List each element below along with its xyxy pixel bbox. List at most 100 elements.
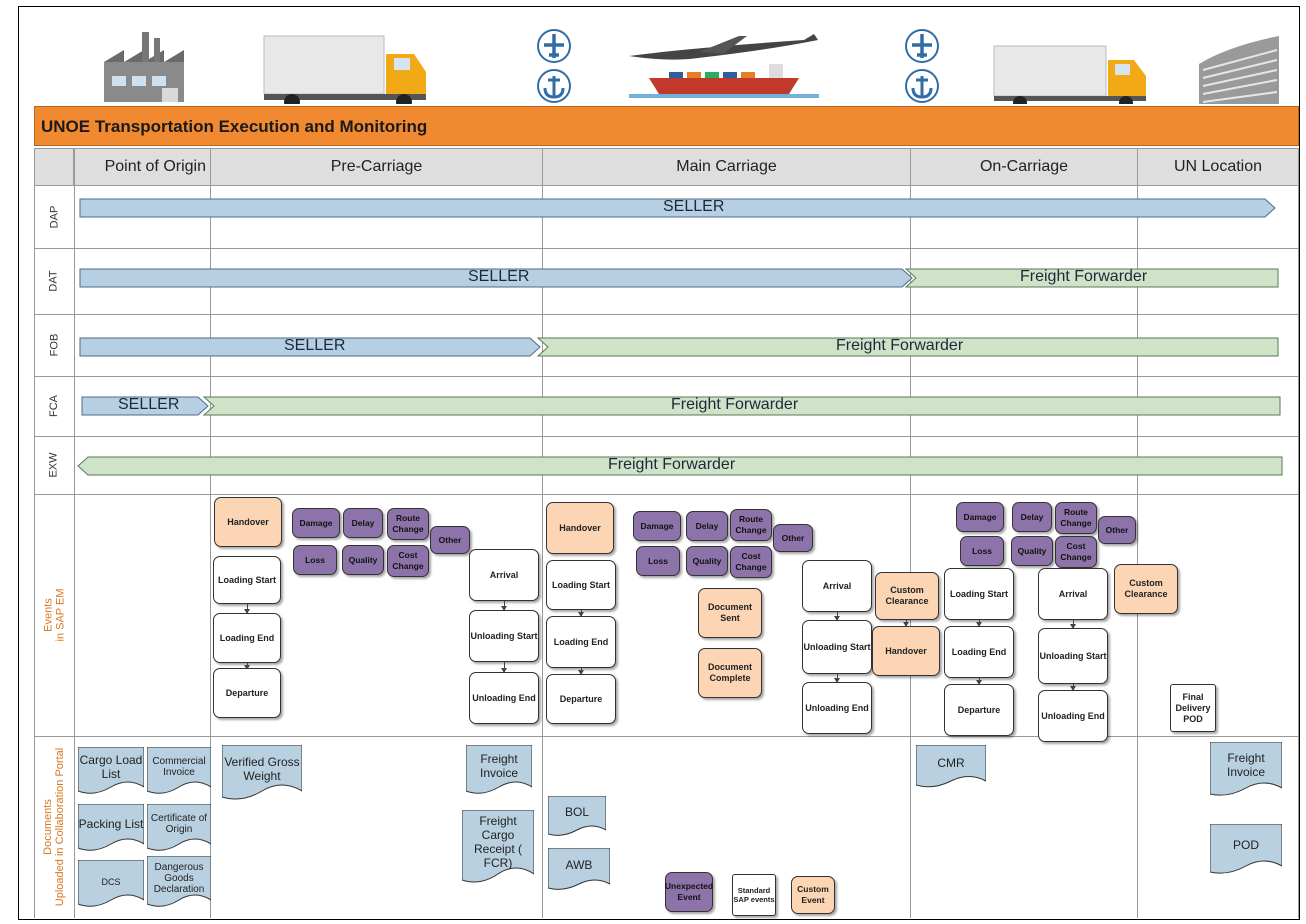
fca-ff-label: Freight Forwarder (671, 396, 799, 413)
doc-bol: BOL (548, 796, 606, 840)
main-custom-clearance-event: Custom Clearance (875, 572, 939, 620)
grid-line (34, 186, 35, 918)
column-header-point-of-origin: Point of Origin (74, 148, 211, 186)
grid-line (34, 314, 1299, 315)
diagram-title-bar: UNOE Transportation Execution and Monito… (34, 106, 1299, 146)
main-quality-event: Quality (686, 546, 728, 576)
un-final-delivery-event: Final Delivery POD (1170, 684, 1216, 732)
grid-line (74, 186, 75, 918)
main-loading-start-event: Loading Start (546, 560, 616, 610)
on-loading-end-event: Loading End (944, 626, 1014, 678)
dat-seller-arrow: SELLER (79, 268, 913, 288)
doc-commercial-invoice: Commercial Invoice (147, 747, 211, 799)
main-document-sent-event: Document Sent (698, 588, 762, 638)
pre-unloading-end-event: Unloading End (469, 672, 539, 724)
doc-dangerous-goods-declaration: Dangerous Goods Declaration (147, 856, 211, 912)
pre-cost-change-event: Cost Change (387, 545, 429, 577)
on-unloading-start-event: Unloading Start (1038, 628, 1108, 684)
pre-loss-event: Loss (293, 545, 337, 575)
grid-line (34, 436, 1299, 437)
dat-ff-label: Freight Forwarder (1020, 268, 1148, 285)
row-label-exw: EXW (48, 452, 60, 478)
flow-connector (501, 662, 507, 673)
column-header-pre-carriage: Pre-Carriage (210, 148, 543, 186)
on-delay-event: Delay (1012, 502, 1052, 532)
doc-freight-invoice-un: Freight Invoice (1210, 742, 1282, 800)
row-label-dat: DAT (48, 270, 60, 292)
doc-pod: POD (1210, 824, 1282, 878)
exw-ff-label: Freight Forwarder (608, 456, 736, 473)
doc-verified-gross-weight: Verified Gross Weight (222, 745, 302, 805)
pre-route-change-event: Route Change (387, 508, 429, 540)
doc-cmr: CMR (916, 745, 986, 791)
dap-seller-arrow: SELLER (79, 198, 1276, 218)
flow-connector (244, 663, 250, 670)
fob-seller-label: SELLER (284, 337, 346, 354)
on-damage-event: Damage (956, 502, 1004, 532)
grid-line (1298, 186, 1299, 918)
on-unloading-end-event: Unloading End (1038, 690, 1108, 742)
flow-connector (976, 678, 982, 685)
grid-line (34, 494, 1299, 495)
legend-unexpected-event: Unexpected Event (665, 872, 713, 912)
dat-ff-arrow: Freight Forwarder (904, 268, 1279, 288)
main-cost-change-event: Cost Change (730, 546, 772, 578)
flow-connector (1070, 684, 1076, 691)
column-header-on-carriage: On-Carriage (910, 148, 1138, 186)
doc-cargo-load-list: Cargo Load List (78, 747, 144, 799)
grid-line (34, 248, 1299, 249)
pre-delay-event: Delay (343, 508, 383, 538)
pre-quality-event: Quality (342, 545, 384, 575)
pre-loading-end-event: Loading End (213, 613, 281, 663)
on-arrival-event: Arrival (1038, 568, 1108, 620)
pre-damage-event: Damage (292, 508, 340, 538)
column-header-blank (34, 148, 74, 186)
legend-custom-event: Custom Event (791, 876, 835, 914)
on-loading-start-event: Loading Start (944, 568, 1014, 620)
pre-handover-event: Handover (214, 497, 282, 547)
dat-seller-label: SELLER (468, 268, 530, 285)
grid-line (910, 186, 911, 918)
grid-line (210, 186, 211, 918)
main-document-complete-event: Document Complete (698, 648, 762, 698)
main-damage-event: Damage (633, 511, 681, 541)
main-loss-event: Loss (636, 546, 680, 576)
main-loading-end-event: Loading End (546, 616, 616, 668)
on-cost-change-event: Cost Change (1055, 536, 1097, 568)
on-departure-event: Departure (944, 684, 1014, 736)
office-building-icon (1199, 36, 1279, 104)
diagram-title: UNOE Transportation Execution and Monito… (41, 117, 428, 136)
main-route-change-event: Route Change (730, 509, 772, 541)
factory-icon (104, 32, 184, 102)
doc-certificate-of-origin: Certificate of Origin (147, 804, 211, 856)
plane-icon (905, 29, 939, 63)
doc-freight-invoice: Freight Invoice (466, 745, 532, 799)
flow-connector (578, 668, 584, 675)
doc-packing-list: Packing List (78, 804, 144, 856)
fob-seller-arrow: SELLER (79, 337, 541, 357)
row-label-fob: FOB (48, 333, 60, 357)
pre-arrival-event: Arrival (469, 549, 539, 601)
pre-other-event: Other (430, 526, 470, 554)
flow-connector (976, 620, 982, 627)
on-route-change-event: Route Change (1055, 502, 1097, 534)
fob-ff-arrow: Freight Forwarder (536, 337, 1279, 357)
main-arrival-event: Arrival (802, 560, 872, 612)
flow-connector (1070, 620, 1076, 629)
transport-icons-row (104, 29, 1279, 104)
grid-line (34, 736, 1299, 737)
pre-loading-start-event: Loading Start (213, 556, 281, 604)
doc-dcs: DCS (78, 860, 144, 912)
truck-icon (993, 45, 1146, 104)
flow-connector (834, 612, 840, 621)
grid-line (542, 186, 543, 918)
flow-connector (834, 674, 840, 683)
anchor-icon (905, 69, 939, 103)
pre-departure-event: Departure (213, 668, 281, 718)
on-custom-clearance-event: Custom Clearance (1114, 564, 1178, 614)
fob-ff-label: Freight Forwarder (836, 337, 964, 354)
pre-unloading-start-event: Unloading Start (469, 610, 539, 662)
main-unloading-start-event: Unloading Start (802, 620, 872, 674)
